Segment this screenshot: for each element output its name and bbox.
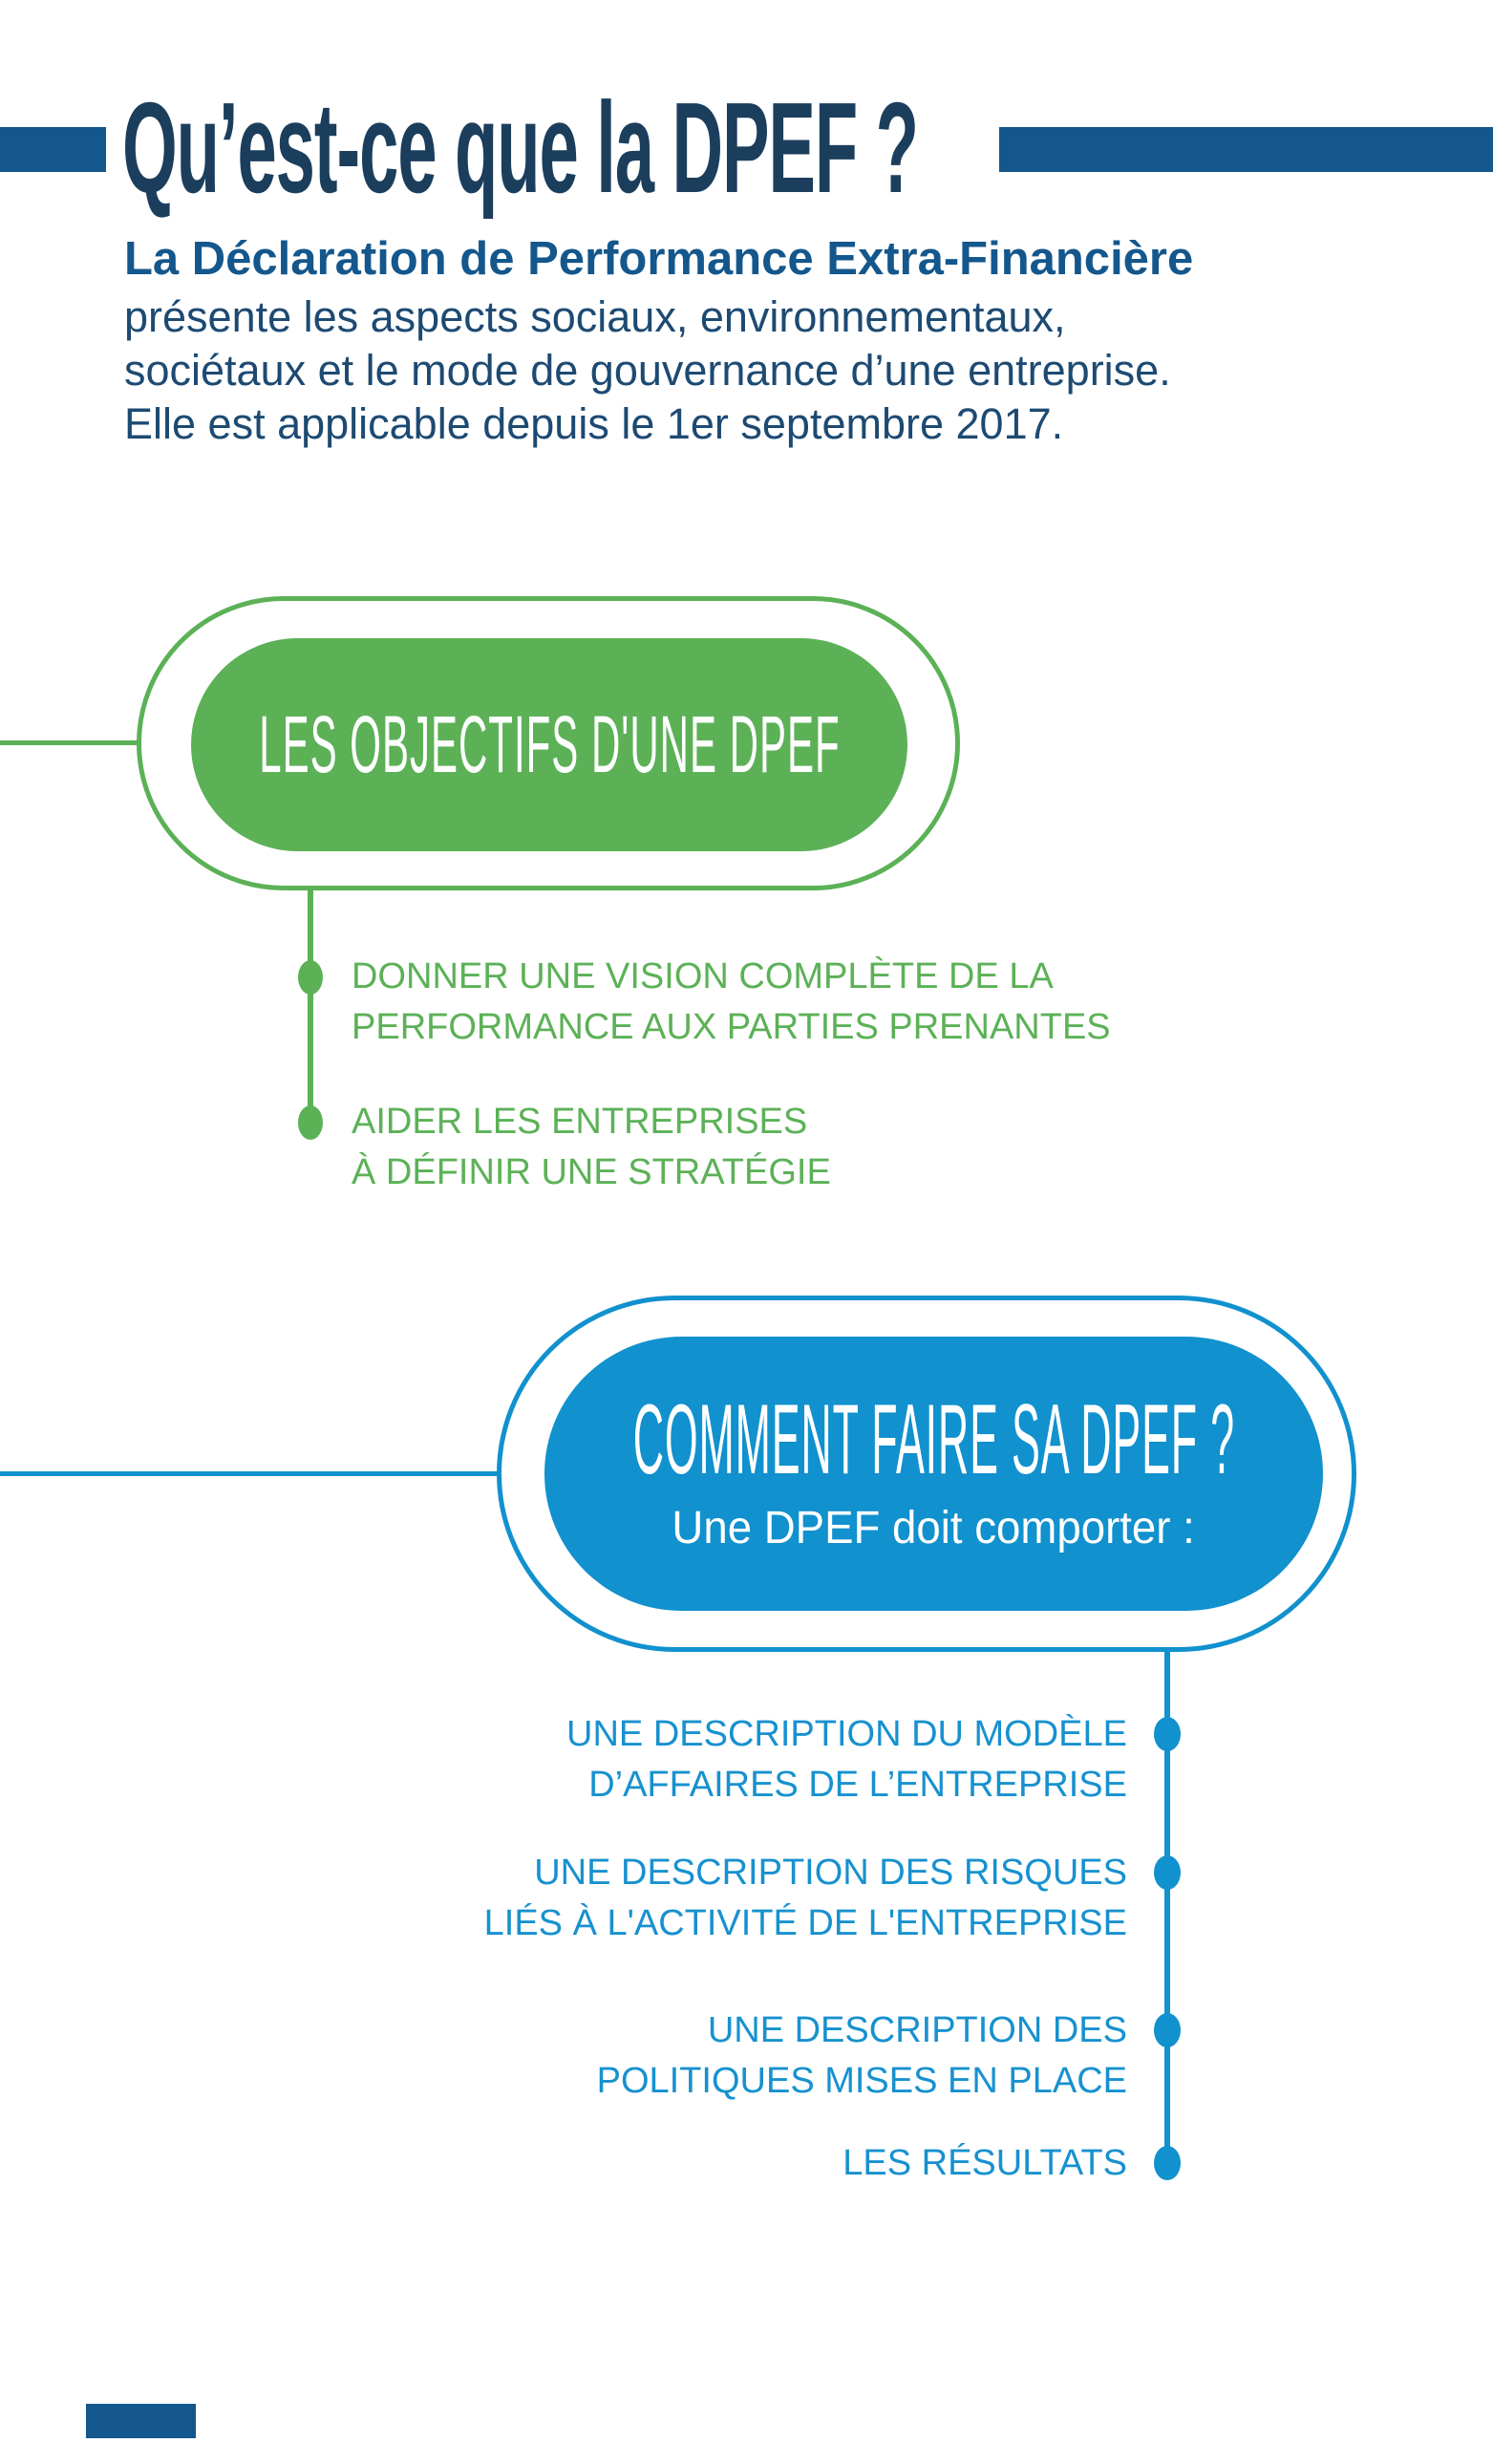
how-bullet-3: UNE DESCRIPTION DES POLITIQUES MISES EN … [597,2005,1127,2107]
bullet-line: UNE DESCRIPTION DES [707,2010,1127,2050]
intro-line-3: sociétaux et le mode de gouvernance d’un… [124,346,1171,395]
objectives-vertical-line [308,889,313,1125]
how-connector-line [0,1471,500,1476]
title-accent-bar-left [0,127,106,172]
how-subheading: Une DPEF doit comporter : [672,1503,1196,1554]
objectives-heading: LES OBJECTIFS D'UNE DPEF [258,699,841,789]
intro-lead: La Déclaration de Performance Extra-Fina… [124,233,1194,285]
how-bullet-1: UNE DESCRIPTION DU MODÈLE D’AFFAIRES DE … [566,1709,1127,1811]
bullet-dot [298,960,323,995]
title-accent-bar-right [999,127,1493,172]
how-vertical-line [1164,1650,1170,2177]
bullet-dot [1154,2146,1181,2180]
how-bullet-2: UNE DESCRIPTION DES RISQUES LIÉS À L'ACT… [484,1848,1127,1949]
footer-accent-bar [86,2404,196,2438]
how-heading: COMMENT FAIRE SA DPEF ? [632,1383,1235,1495]
objectives-bullet-1: DONNER UNE VISION COMPLÈTE DE LA PERFORM… [352,952,1111,1053]
objectives-bullet-2: AIDER LES ENTREPRISES À DÉFINIR UNE STRA… [352,1097,831,1198]
bullet-line: LIÉS À L'ACTIVITÉ DE L'ENTREPRISE [483,1903,1127,1943]
bullet-line: À DÉFINIR UNE STRATÉGIE [352,1152,831,1192]
bullet-dot [1154,1717,1181,1751]
intro-line-2: présente les aspects sociaux, environnem… [124,292,1066,341]
objectives-connector-line [0,740,141,745]
how-bullet-4: LES RÉSULTATS [842,2138,1127,2189]
page-title: Qu’est-ce que la DPEF ? [122,75,919,220]
bullet-line: LES RÉSULTATS [842,2143,1127,2183]
intro-line-4: Elle est applicable depuis le 1er septem… [124,399,1064,448]
bullet-line: UNE DESCRIPTION DES RISQUES [534,1853,1127,1893]
bullet-line: DONNER UNE VISION COMPLÈTE DE LA [352,956,1054,996]
bullet-line: UNE DESCRIPTION DU MODÈLE [566,1714,1127,1754]
bullet-line: D’AFFAIRES DE L’ENTREPRISE [588,1765,1127,1805]
bullet-line: POLITIQUES MISES EN PLACE [596,2061,1127,2101]
bullet-dot [1154,1855,1181,1890]
bullet-dot [1154,2013,1181,2047]
objectives-pill: LES OBJECTIFS D'UNE DPEF [191,638,907,851]
bullet-line: PERFORMANCE AUX PARTIES PRENANTES [352,1007,1111,1047]
how-pill: COMMENT FAIRE SA DPEF ? Une DPEF doit co… [544,1337,1323,1611]
bullet-dot [298,1105,323,1140]
bullet-line: AIDER LES ENTREPRISES [352,1102,808,1142]
